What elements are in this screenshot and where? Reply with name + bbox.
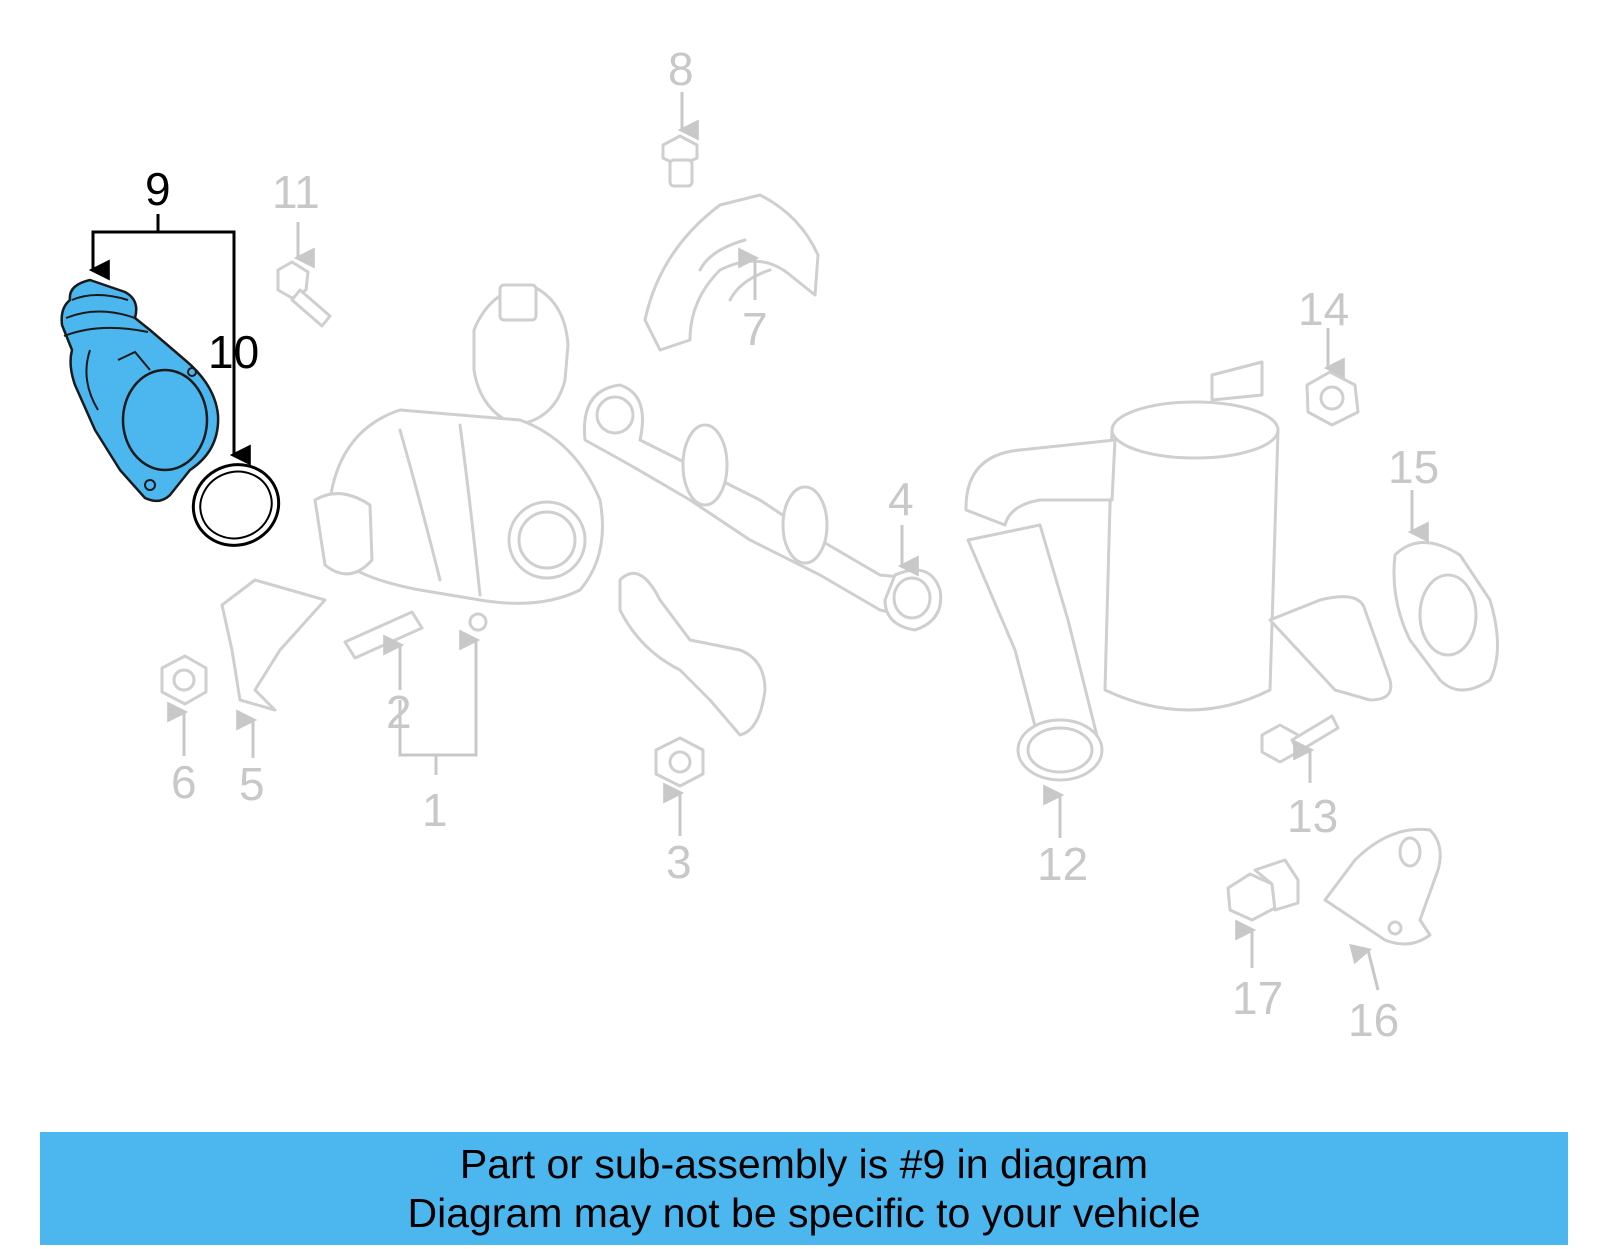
callout-4: 4 <box>888 473 914 525</box>
callout-12: 12 <box>1037 838 1088 890</box>
callout-7: 7 <box>742 303 768 355</box>
part-17-plug[interactable] <box>1226 858 1300 922</box>
leader-9-10 <box>88 214 251 466</box>
part-1-turbocharger[interactable] <box>313 283 604 632</box>
callout-1: 1 <box>422 784 448 836</box>
banner-line-part: Part or sub-assembly is #9 in diagram <box>459 1140 1149 1187</box>
part-13-bolt[interactable] <box>1260 714 1340 764</box>
banner-line-disclaimer: Diagram may not be specific to your vehi… <box>407 1189 1201 1236</box>
callout-10[interactable]: 10 <box>208 326 259 378</box>
callout-17: 17 <box>1232 972 1283 1024</box>
part-6-nut[interactable] <box>160 654 208 706</box>
info-banner: Part or sub-assembly is #9 in diagram Di… <box>40 1132 1568 1245</box>
callout-2: 2 <box>386 686 412 738</box>
callout-5: 5 <box>239 758 265 810</box>
callout-8: 8 <box>668 43 694 95</box>
part-16-bracket[interactable] <box>1323 827 1442 946</box>
callout-14: 14 <box>1298 283 1349 335</box>
callout-3: 3 <box>666 836 692 888</box>
part-3-nut[interactable] <box>654 736 705 788</box>
callout-6: 6 <box>171 756 197 808</box>
callout-9[interactable]: 9 <box>145 163 171 215</box>
part-14-nut[interactable] <box>1305 370 1360 427</box>
part-15-gasket[interactable] <box>1392 541 1499 692</box>
callout-13: 13 <box>1287 790 1338 842</box>
part-9-throttle-body[interactable] <box>60 278 220 503</box>
part-11-bolt[interactable] <box>276 260 332 328</box>
callout-16: 16 <box>1348 994 1399 1046</box>
callout-15: 15 <box>1388 441 1439 493</box>
part-8-bolt[interactable] <box>661 134 699 188</box>
part-7-heat-shield[interactable] <box>643 193 820 352</box>
part-exhaust-manifold[interactable] <box>582 383 938 737</box>
part-4-gasket[interactable] <box>883 568 943 632</box>
callout-11: 11 <box>272 166 320 218</box>
part-10-gasket[interactable] <box>182 453 290 558</box>
part-5-bracket[interactable] <box>220 578 327 712</box>
part-2-stud[interactable] <box>343 610 424 660</box>
part-12-catalytic-converter[interactable] <box>964 360 1393 782</box>
callout-1-bracket <box>398 629 481 775</box>
